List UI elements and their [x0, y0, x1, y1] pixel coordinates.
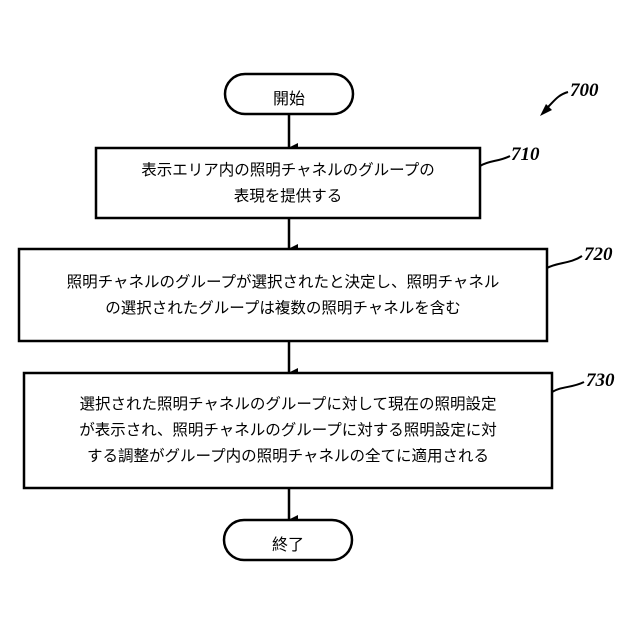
step-730-line-3: する調整がグループ内の照明チャネルの全てに適用される [24, 443, 552, 469]
start-label: 開始 [225, 85, 353, 109]
leader-line-720 [547, 256, 582, 268]
step-710-ref: 710 [511, 144, 540, 166]
step-730-line-1: 選択された照明チャネルのグループに対して現在の照明設定 [24, 391, 552, 417]
step-730-ref: 730 [586, 370, 615, 392]
step-710-text: 表示エリア内の照明チャネルのグループの 表現を提供する [96, 157, 480, 209]
step-730-line-2: が表示され、照明チャネルのグループに対する照明設定に対 [24, 417, 552, 443]
step-720-line-2: の選択されたグループは複数の照明チャネルを含む [19, 295, 547, 321]
end-label: 終了 [224, 531, 352, 555]
step-720-ref: 720 [584, 244, 613, 266]
step-730-text: 選択された照明チャネルのグループに対して現在の照明設定 が表示され、照明チャネル… [24, 391, 552, 469]
leader-line-700 [548, 92, 568, 107]
leader-line-710 [480, 156, 510, 166]
step-710-line-2: 表現を提供する [96, 183, 480, 209]
step-720-text: 照明チャネルのグループが選択されたと決定し、照明チャネル の選択されたグループは… [19, 269, 547, 321]
step-720-line-1: 照明チャネルのグループが選択されたと決定し、照明チャネル [19, 269, 547, 295]
leader-line-730 [552, 382, 584, 392]
figure-ref-700: 700 [570, 80, 599, 102]
step-710-line-1: 表示エリア内の照明チャネルのグループの [96, 157, 480, 183]
